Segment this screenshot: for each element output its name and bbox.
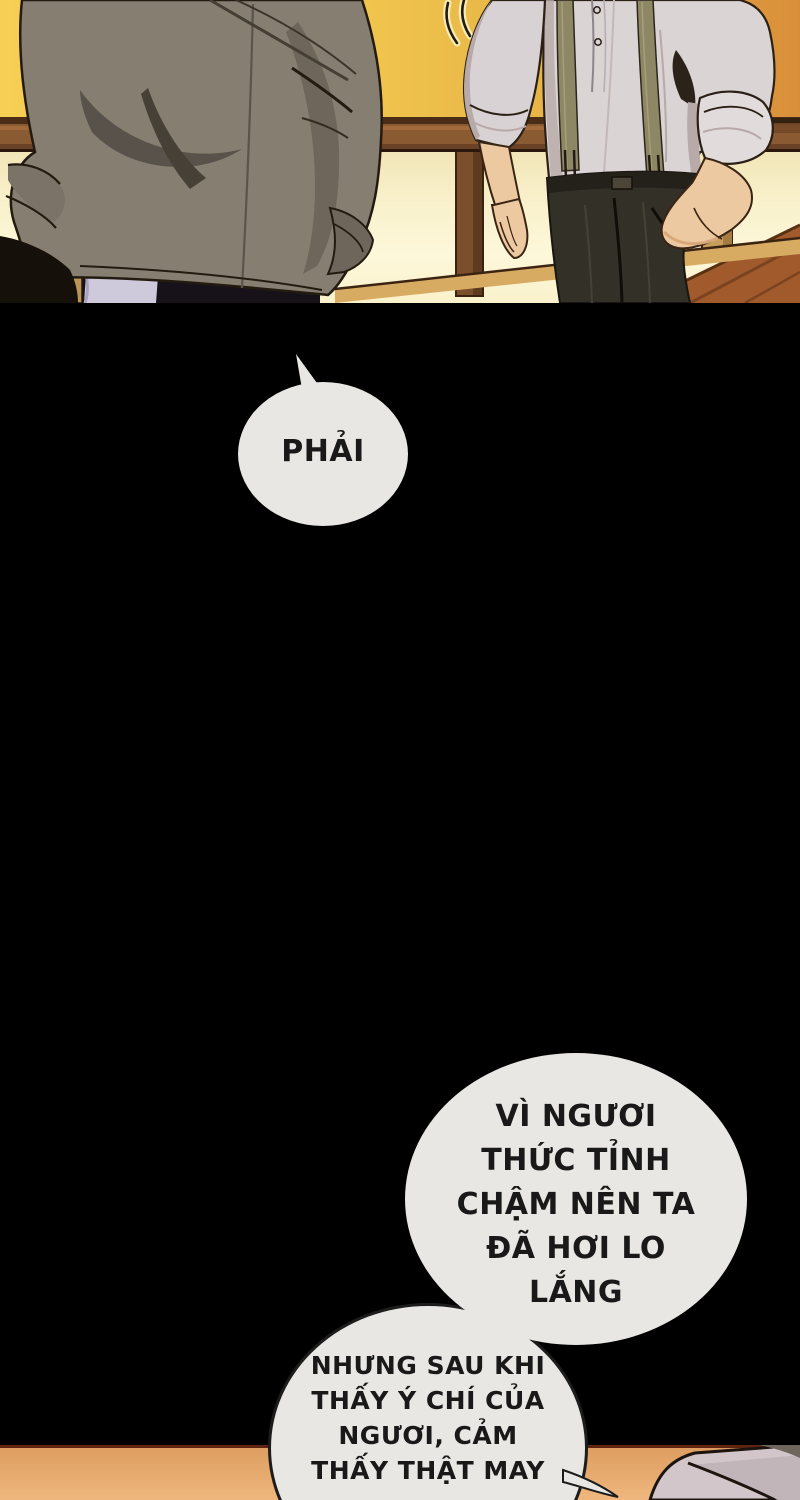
railing-post-near [455,148,484,297]
bubble-lucky-line3: NGƯƠI, CẢM [338,1421,518,1450]
cutoff-figure [648,1445,800,1500]
bubble-worry-line4: ĐÃ HƠI LO [486,1231,666,1266]
bubble-lucky-line4: THẤY THẬT MAY [311,1456,545,1485]
suspenders [556,0,665,193]
speech-bubble-lucky-tail [562,1468,619,1498]
left-figure-jacket [9,0,383,297]
right-figure-left-arm [462,0,547,260]
bubble-worry-line3: CHẬM NÊN TA [456,1187,696,1222]
bubble-phai-text: PHẢI [281,433,365,469]
bubble-lucky-line1: NHƯNG SAU KHI [310,1351,546,1380]
speech-bubble-worry: VÌ NGƯƠI THỨC TỈNH CHẬM NÊN TA ĐÃ HƠI LO… [405,1053,747,1345]
bubble-lucky-line2: THẤY Ý CHÍ CỦA [311,1386,545,1415]
shirt-placket [591,0,607,93]
scene-illustration [0,0,800,303]
bubble-worry-line5: LẮNG [528,1275,624,1310]
bubble-worry-line1: VÌ NGƯƠI [495,1099,657,1134]
speech-bubble-phai-tail [296,354,322,390]
jacket-swoosh-shadow [80,90,242,167]
motion-lines [443,0,474,47]
left-figure-pants [84,274,158,303]
speech-bubble-phai: PHẢI [238,382,408,526]
right-figure [462,0,776,303]
bubble-worry-line2: THỨC TỈNH [481,1143,671,1178]
right-figure-right-arm [660,90,774,250]
left-figure [0,0,383,303]
